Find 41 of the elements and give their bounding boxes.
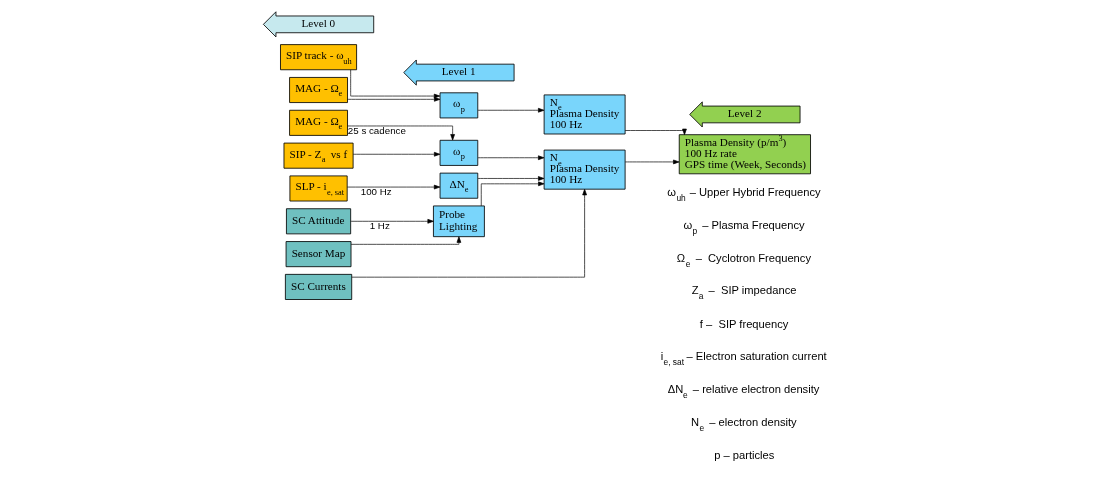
node-box: SLP - i$_{e, sat}$ (289, 175, 348, 201)
node-box: N$_{e}$ Plasma Density 100 Hz (543, 94, 626, 134)
arrow (346, 96, 440, 102)
label: ω$_{uh}$ – Upper Hybrid Frequency (666, 185, 821, 203)
arrow (350, 235, 461, 245)
edge-label: 100 Hz (360, 185, 392, 197)
node-box: Plasma Density (p/m$^{3}$) 100 Hz rate GPS time (Week, Seconds) (678, 133, 811, 174)
arrow (477, 154, 544, 160)
node-box: Sensor Map (285, 240, 351, 267)
label: ΔN$_{e}$ – relative electron density (667, 382, 819, 400)
arrow (480, 181, 544, 206)
arrow (624, 159, 679, 164)
arrow (346, 184, 440, 189)
node-box: ω$_{p}$ (439, 91, 478, 118)
arrow (346, 125, 455, 140)
arrow (351, 188, 587, 277)
arrow (349, 69, 440, 98)
arrow (477, 175, 544, 181)
node-box: ΔN$_{e}$ (439, 172, 478, 199)
label: Z$_{a}$ – SIP impedance (691, 283, 796, 301)
label: p – particles (713, 448, 774, 461)
arrow (477, 107, 544, 113)
label: ω$_{p}$ – Plasma Frequency (682, 218, 805, 236)
node-box: SC Attitude (285, 207, 351, 234)
edge-label: 25 s cadence (347, 124, 406, 136)
label: i$_{e, sat}$ – Electron saturation current (660, 349, 827, 367)
arrow (624, 128, 687, 135)
node-box: SIP - Z$_{a}$ vs f (283, 142, 354, 169)
node-box: SC Currents (284, 273, 352, 300)
label: Ω$_{e}$ – Cyclotron Frequency (676, 251, 811, 269)
node-box: N$_{e}$ Plasma Density 100 Hz (543, 149, 626, 190)
edge-label: 1 Hz (369, 219, 390, 231)
node-box: MAG - Ω$_{e}$ (288, 109, 348, 136)
node-box: Probe Lighting (432, 205, 485, 237)
label: f – SIP frequency (699, 317, 788, 330)
node-box: MAG - Ω$_{e}$ (288, 76, 348, 103)
node-box: ω$_{p}$ (439, 139, 478, 166)
label: N$_{e}$ – electron density (690, 415, 797, 433)
arrow (349, 218, 434, 224)
arrow (352, 151, 440, 157)
node-box: SIP track - ω$_{uh}$ (279, 43, 357, 70)
